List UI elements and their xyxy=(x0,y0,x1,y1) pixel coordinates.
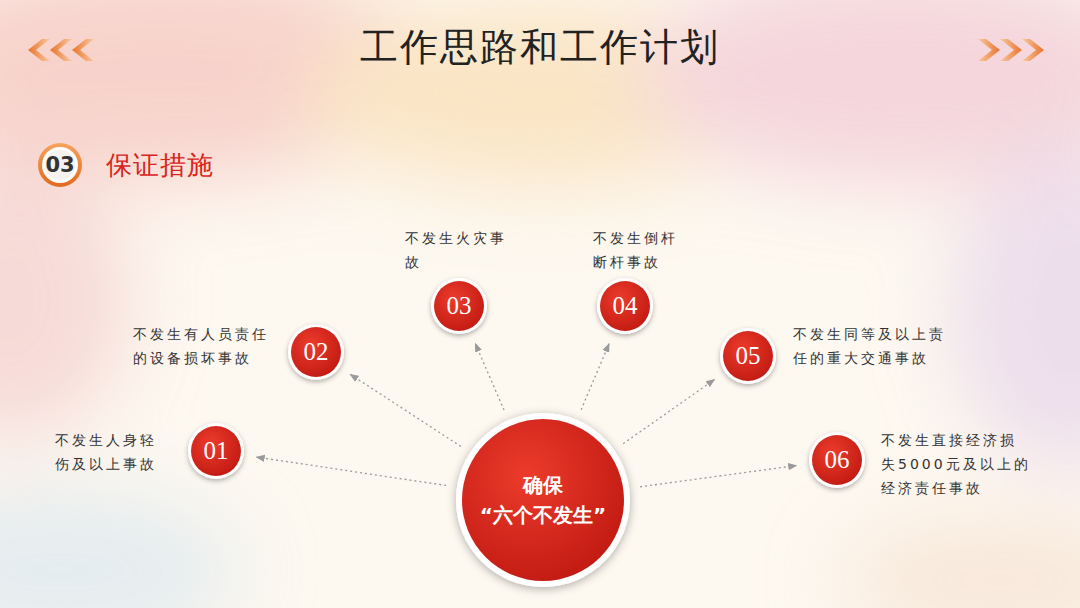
circle-outline xyxy=(455,412,631,588)
callout-number: 03 xyxy=(45,153,74,177)
right-chevrons xyxy=(978,39,1044,61)
callout-number: 03 xyxy=(447,292,472,320)
dotted-arrow xyxy=(640,466,796,487)
dotted-arrow xyxy=(581,344,609,410)
number-circle: 03不发生火灾事故 xyxy=(430,277,488,335)
dotted-arrow xyxy=(350,374,461,446)
dotted-arrow xyxy=(257,457,447,485)
section-heading: 保证措施 xyxy=(106,148,214,183)
item-description: 不发生火灾事故 xyxy=(405,226,511,274)
section-badge: 03保证措施 xyxy=(38,143,82,187)
dotted-arrow xyxy=(623,380,714,444)
item-description: 不发生直接经济损失5000元及以上的经济责任事故 xyxy=(881,428,1031,500)
dotted-arrow xyxy=(475,344,504,410)
number-circle: 02不发生有人员责任的设备损坏事故 xyxy=(287,323,345,381)
page-title: 工作思路和工作计划 xyxy=(0,22,1080,73)
callout-number: 01 xyxy=(204,437,229,465)
number-circle: 04不发生倒杆断杆事故 xyxy=(596,277,654,335)
item-description: 不发生同等及以上责任的重大交通事故 xyxy=(793,322,953,370)
hub-label: 确保 “六个不发生” xyxy=(468,470,618,530)
hub-circle: 确保 “六个不发生” xyxy=(455,412,631,588)
callout-number: 02 xyxy=(304,338,329,366)
number-circle: 06不发生直接经济损失5000元及以上的经济责任事故 xyxy=(808,431,866,489)
item-description: 不发生倒杆断杆事故 xyxy=(593,226,683,274)
left-chevrons xyxy=(28,39,94,61)
item-description: 不发生有人员责任的设备损坏事故 xyxy=(133,322,273,370)
callout-number: 04 xyxy=(613,292,638,320)
callout-number: 06 xyxy=(825,446,850,474)
number-circle: 01不发生人身轻伤及以上事故 xyxy=(187,422,245,480)
number-circle: 05不发生同等及以上责任的重大交通事故 xyxy=(719,327,777,385)
item-description: 不发生人身轻伤及以上事故 xyxy=(55,428,161,476)
callout-number: 05 xyxy=(736,342,761,370)
